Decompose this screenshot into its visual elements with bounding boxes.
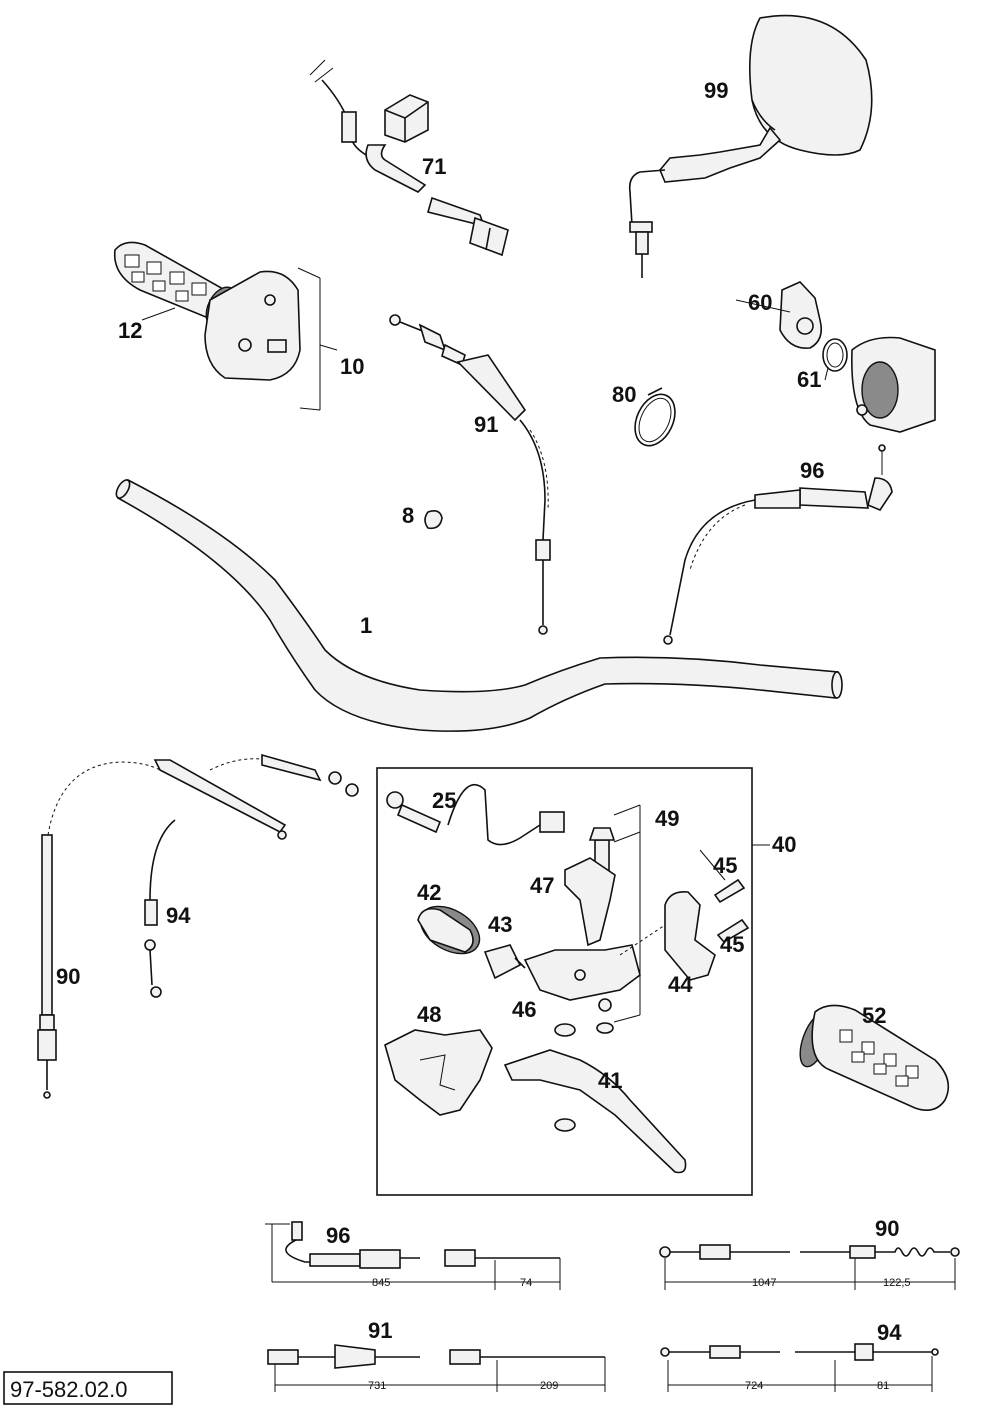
- callout-1: 1: [360, 613, 372, 638]
- choke-lever: [779, 281, 936, 433]
- callout-60: 60: [748, 290, 772, 315]
- cable-spec-96: [265, 1221, 561, 1290]
- callout-12: 12: [118, 318, 142, 343]
- kill-switch: [309, 59, 509, 257]
- spec-96-dim-main: 845: [372, 1277, 390, 1289]
- callout-25: 25: [432, 788, 456, 813]
- throttle-grip: [113, 241, 338, 411]
- callout-10: 10: [340, 354, 364, 379]
- callout-46: 46: [512, 997, 536, 1022]
- callout-52: 52: [862, 1003, 886, 1028]
- callout-99: 99: [704, 78, 728, 103]
- cable-spec-labels: 96 845 74 90 1047 122,5 91 731 209 94 72…: [326, 1216, 911, 1392]
- handlebar: [115, 478, 843, 732]
- spec-91-dim-main: 731: [368, 1380, 386, 1392]
- callout-94: 94: [166, 903, 191, 928]
- callout-42: 42: [417, 880, 441, 905]
- spec-91-label: 91: [368, 1318, 392, 1343]
- spec-90-dim-main: 1047: [752, 1277, 776, 1289]
- spec-90-dim-end: 122,5: [883, 1277, 911, 1289]
- callout-80: 80: [612, 382, 636, 407]
- spec-94-dim-end: 81: [877, 1380, 889, 1392]
- spec-90-label: 90: [875, 1216, 899, 1241]
- callout-45b: 45: [720, 932, 744, 957]
- hose-clamp: [634, 387, 676, 447]
- callout-45a: 45: [713, 853, 737, 878]
- throttle-cable: [389, 314, 551, 635]
- clutch-cable-left: [37, 761, 161, 1099]
- callout-8: 8: [402, 503, 414, 528]
- clutch-cable-upper: [663, 444, 893, 645]
- callout-91: 91: [474, 412, 498, 437]
- cable-spec-91: [267, 1344, 606, 1392]
- callout-40: 40: [772, 832, 796, 857]
- callout-49: 49: [655, 806, 679, 831]
- clip: [424, 510, 443, 530]
- cable-spec-94: [660, 1343, 939, 1392]
- callout-71: 71: [422, 154, 446, 179]
- left-grip: [799, 1004, 950, 1111]
- leader-lines: [141, 299, 829, 881]
- callout-labels: 99 71 12 10 60 61 80 91 8 96 1 25 49 40 …: [56, 78, 886, 1093]
- spec-94-dim-main: 724: [745, 1380, 763, 1392]
- lever-assembly-box: [376, 767, 770, 1196]
- callout-48: 48: [417, 1002, 441, 1027]
- callout-96: 96: [800, 458, 824, 483]
- cable-spec-90: [659, 1244, 960, 1290]
- callout-61: 61: [797, 367, 821, 392]
- callout-90: 90: [56, 964, 80, 989]
- spec-96-label: 96: [326, 1223, 350, 1248]
- spec-94-label: 94: [877, 1320, 902, 1345]
- spec-96-dim-end: 74: [520, 1277, 532, 1289]
- callout-43: 43: [488, 912, 512, 937]
- spec-91-dim-end: 209: [540, 1380, 558, 1392]
- reference-box: 97-582.02.0: [3, 1371, 173, 1405]
- callout-44: 44: [668, 972, 693, 997]
- throttle-cable-2: [144, 753, 359, 998]
- mirror: [628, 14, 873, 278]
- reference-number: 97-582.02.0: [10, 1377, 127, 1402]
- callout-47: 47: [530, 873, 554, 898]
- callout-41: 41: [598, 1068, 622, 1093]
